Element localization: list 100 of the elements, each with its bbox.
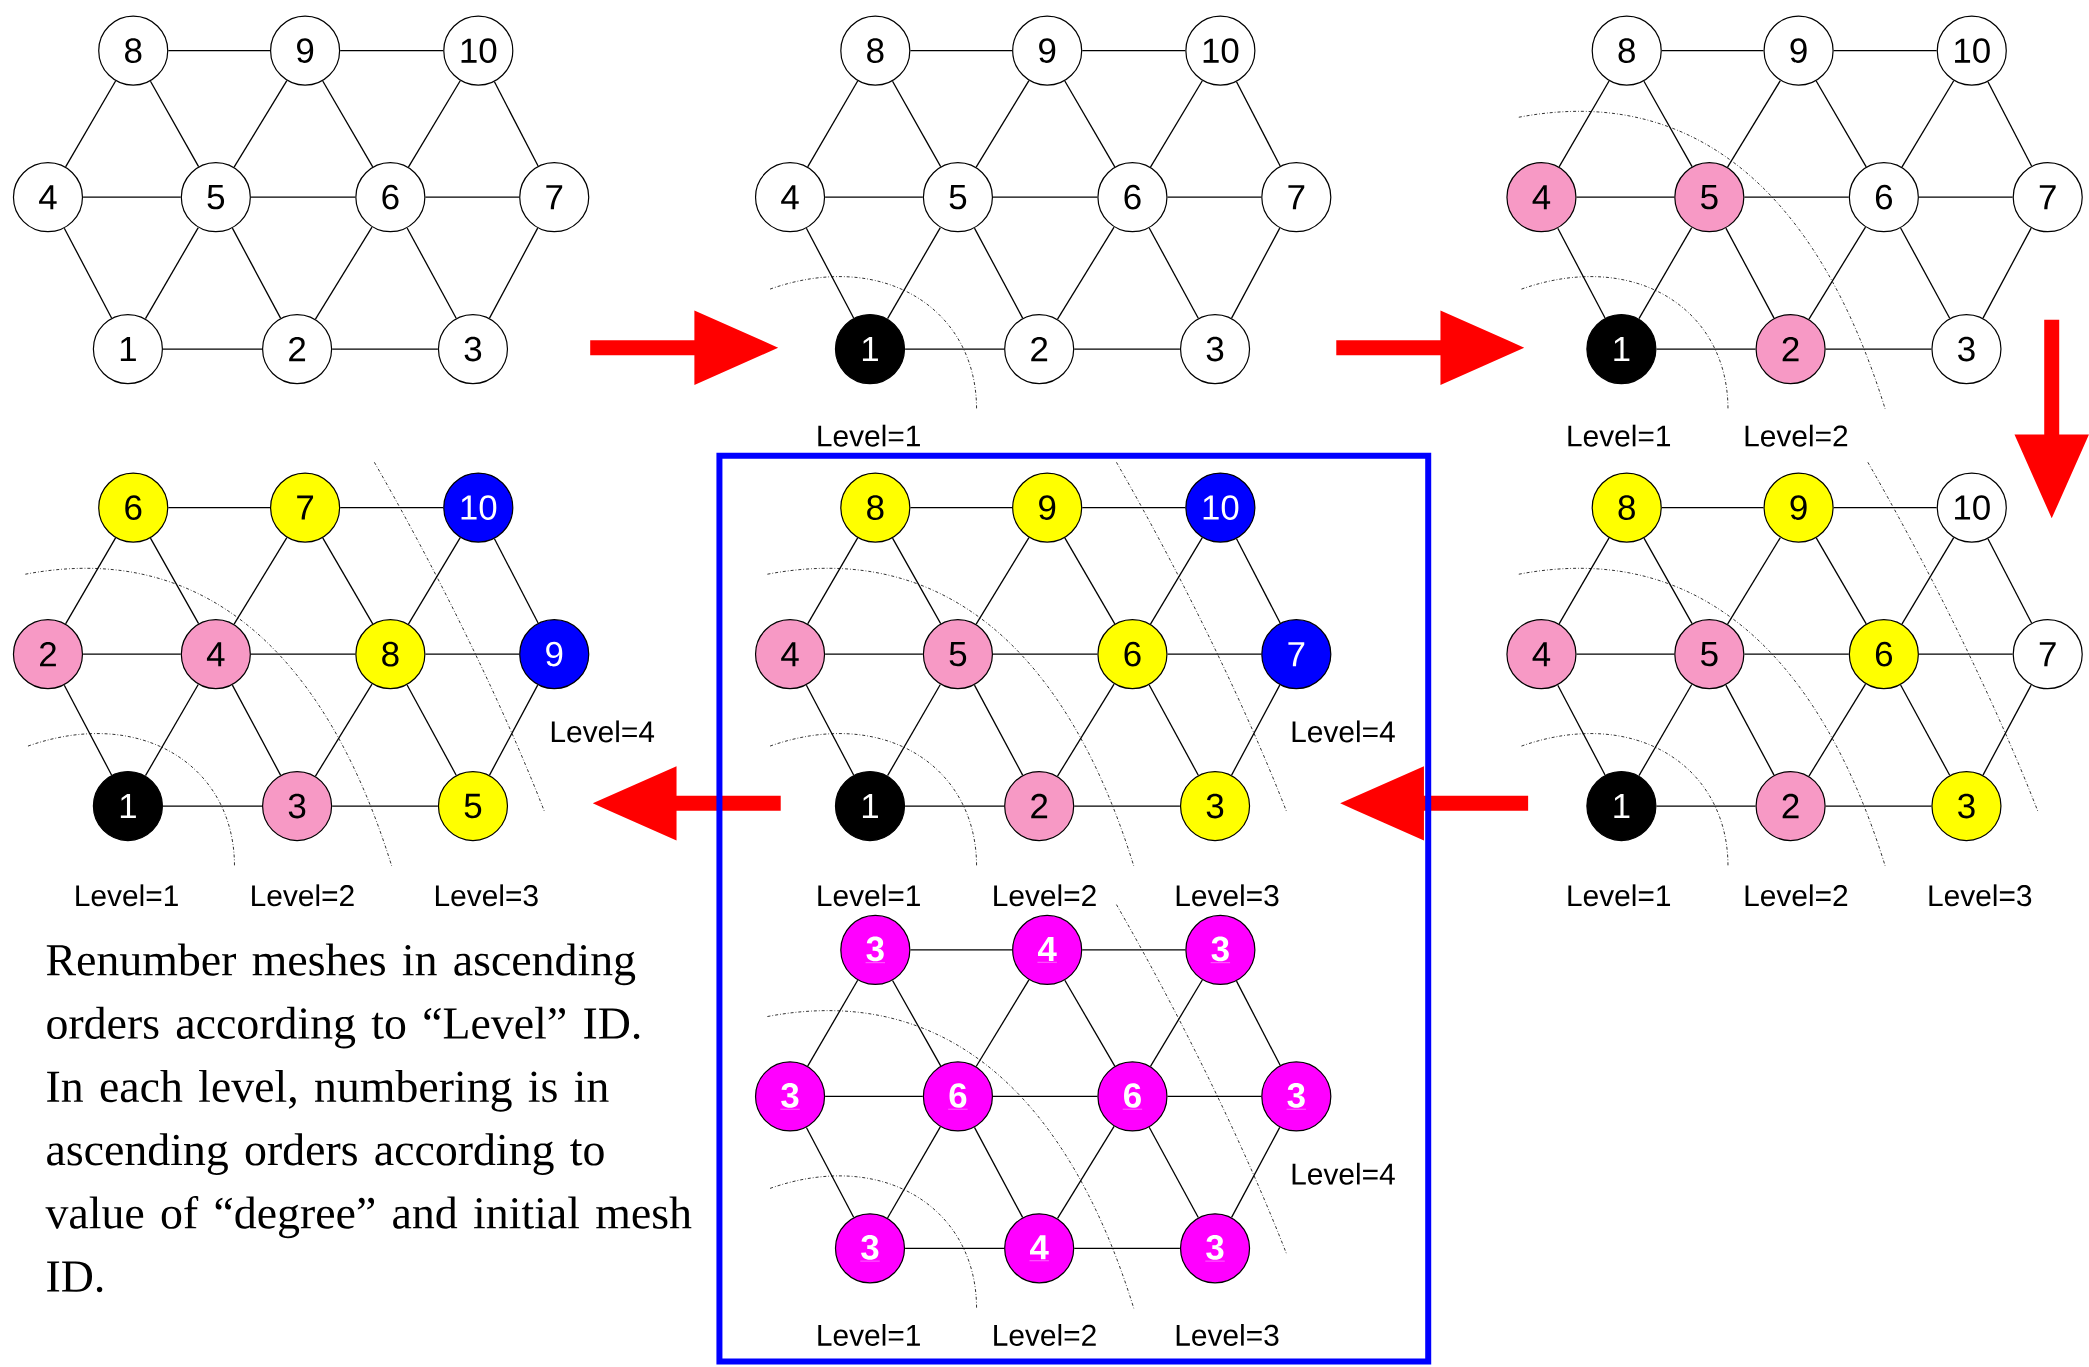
graph-node: 10	[1185, 15, 1256, 86]
graph-node: 7	[2012, 162, 2083, 233]
graph-edge	[1901, 80, 1955, 168]
graph-edge	[1149, 979, 1203, 1068]
graph-node: 10	[1936, 15, 2007, 86]
graph-node: 9	[1012, 472, 1083, 543]
graph-edge	[805, 684, 855, 776]
graph-edge	[1982, 684, 2032, 776]
level-label: Level=1	[1568, 884, 1670, 907]
graph-node: 2	[12, 619, 84, 690]
graph-edge	[1833, 507, 1938, 509]
graph-edge	[339, 507, 444, 509]
graph-node: 1	[92, 771, 163, 842]
graph-edge	[824, 196, 924, 198]
graph-node: 4	[1012, 914, 1083, 986]
graph-edge	[63, 684, 113, 776]
graph-edge	[824, 653, 924, 655]
level-label: Level=1	[818, 1324, 920, 1346]
graph-edge	[1638, 226, 1693, 320]
graph-edge	[1056, 1125, 1115, 1220]
graph-edge	[1230, 1126, 1281, 1219]
graph-edge	[891, 537, 942, 625]
graph-edge	[1643, 80, 1693, 168]
graph-edge	[1166, 653, 1262, 655]
graph-edge	[1638, 683, 1693, 777]
graph-edge	[1235, 980, 1281, 1066]
graph-edge	[167, 507, 271, 509]
graph-node: 5	[437, 771, 509, 842]
graph-node: 3	[1179, 771, 1251, 842]
graph-node: 4	[754, 162, 826, 233]
graph-node: 9	[1763, 472, 1834, 543]
level-label: Level=3	[1929, 884, 2032, 907]
graph-edge	[231, 684, 282, 776]
graph-edge	[406, 684, 457, 776]
graph-edge	[339, 50, 444, 52]
graph-edge	[314, 226, 373, 320]
graph-node: 1	[1586, 771, 1657, 842]
graph-node: 3	[840, 914, 911, 986]
level-label: Level=1	[1568, 424, 1670, 447]
graph-node: 8	[840, 472, 911, 543]
graph-node: 5	[1674, 162, 1745, 233]
graph-edge	[1557, 684, 1606, 776]
graph-node: 10	[443, 15, 514, 86]
graph-node: 3	[1931, 314, 2002, 385]
level-label: Level=4	[1292, 720, 1395, 743]
graph-edge	[1230, 227, 1281, 319]
graph-edge	[331, 805, 439, 807]
graph-edge	[63, 227, 113, 319]
graph-node: 6	[1848, 619, 1919, 690]
level-label: Level=1	[818, 884, 920, 907]
graph-edge	[250, 196, 356, 198]
graph-edge	[407, 537, 461, 625]
level-label: Level=1	[818, 424, 920, 447]
graph-edge	[904, 348, 1005, 350]
graph-node: 8	[355, 619, 426, 690]
graph-node: 7	[1261, 619, 1332, 690]
graph-edge	[886, 1126, 941, 1219]
graph-edge	[322, 537, 374, 625]
graph-edge	[1899, 227, 1951, 319]
graph-edge	[493, 81, 539, 167]
graph-edge	[1558, 80, 1610, 168]
graph-node: 10	[1185, 472, 1256, 543]
graph-edge	[149, 80, 200, 168]
graph-node: 10	[443, 472, 514, 543]
graph-edge	[1148, 684, 1199, 776]
graph-edge	[64, 80, 117, 168]
graph-node: 8	[98, 15, 169, 86]
level-label: Level=3	[1176, 1324, 1279, 1346]
graph-node: 3	[834, 1213, 906, 1284]
graph-edge	[1081, 507, 1186, 509]
graph-edge	[886, 683, 941, 777]
graph-edge	[1056, 226, 1115, 320]
graph-node: 9	[270, 15, 341, 86]
graph-node: 4	[1004, 1213, 1075, 1284]
graph-edge	[1073, 1247, 1181, 1250]
graph-edge	[1148, 1126, 1199, 1219]
graph-edge	[82, 653, 182, 655]
graph-edge	[1235, 538, 1281, 624]
graph-node: 6	[355, 162, 426, 233]
graph-edge	[1725, 684, 1775, 776]
graph-edge	[1558, 537, 1610, 625]
graph-edge	[1081, 949, 1186, 951]
graph-edge	[1726, 80, 1781, 168]
graph-node: 6	[1097, 619, 1168, 690]
graph-node: 1	[834, 314, 906, 385]
level-label: Level=2	[994, 884, 1096, 907]
graph-edge	[1643, 537, 1693, 625]
graph-edge	[1575, 653, 1675, 655]
graph-node: 2	[1755, 314, 1826, 385]
graph-edge	[1064, 80, 1116, 168]
graph-node: 3	[1185, 914, 1256, 986]
graph-edge	[1166, 1095, 1262, 1098]
graph-node: 4	[754, 619, 826, 690]
graph-edge	[891, 979, 942, 1067]
graph-edge	[1661, 50, 1765, 52]
graph-edge	[807, 537, 859, 625]
graph-node: 3	[1931, 771, 2002, 842]
graph-node: 7	[2012, 619, 2083, 690]
graph-node: 3	[1179, 314, 1251, 385]
level-label: Level=1	[76, 884, 178, 907]
